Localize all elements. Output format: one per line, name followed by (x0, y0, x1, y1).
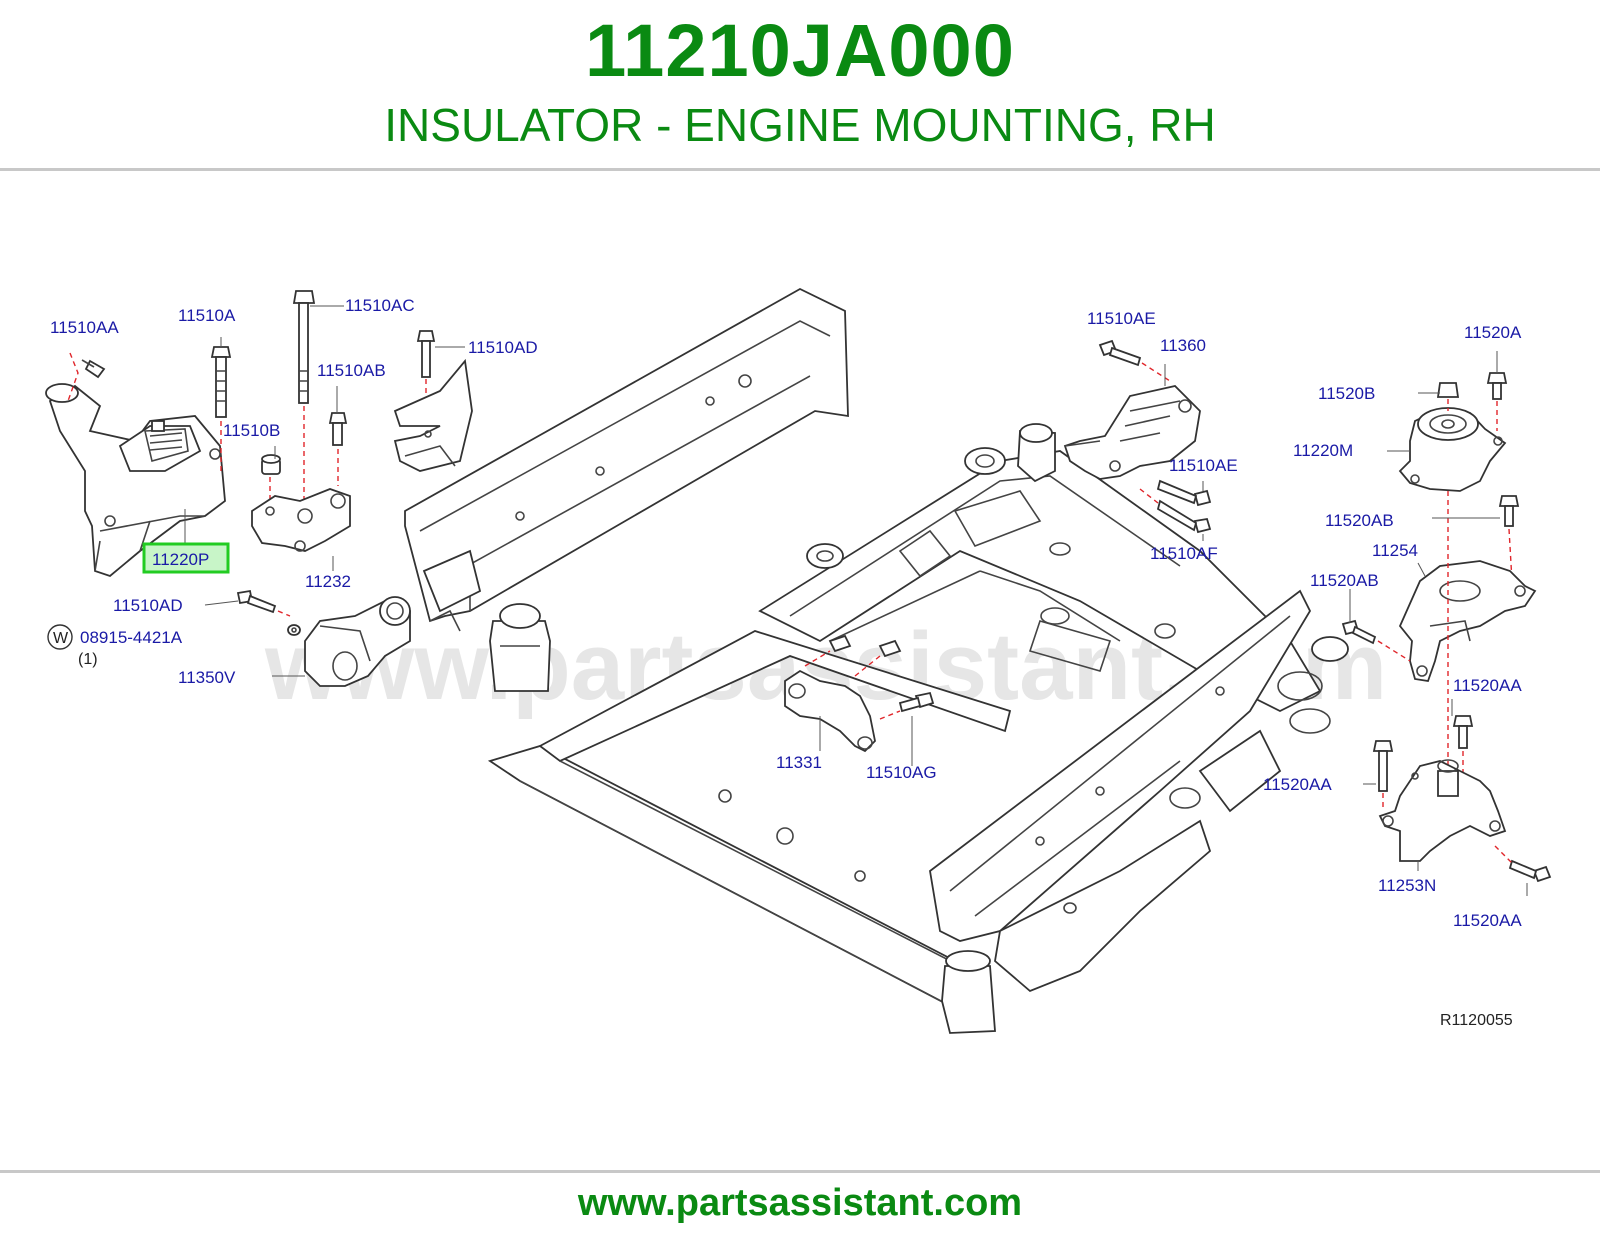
nut-11520B (1436, 382, 1460, 411)
bolt-11520AB-top (1498, 495, 1520, 582)
label-11331[interactable]: 11331 (776, 753, 822, 772)
leader-lines (184, 305, 1528, 896)
label-11510A[interactable]: 11510A (178, 306, 236, 325)
footer-url[interactable]: www.partsassistant.com (577, 1182, 1023, 1224)
label-11220M[interactable]: 11220M (1293, 441, 1353, 460)
label-11510AG[interactable]: 11510AG (866, 763, 937, 782)
insulator-11350V (304, 596, 411, 687)
label-11253N[interactable]: 11253N (1378, 876, 1436, 895)
label-08915-4421A[interactable]: 08915-4421A (80, 628, 183, 647)
label-11520AA-left[interactable]: 11520AA (1263, 775, 1332, 794)
label-11510AC[interactable]: 11510AC (345, 296, 415, 315)
label-11350V[interactable]: 11350V (178, 668, 236, 687)
label-11520AA-right[interactable]: 11520AA (1453, 676, 1522, 695)
bolt-11510AD-left (236, 589, 291, 617)
cap-11510B (261, 454, 281, 501)
diagram-canvas: www.partsassistant.com (45, 287, 1552, 1034)
label-11360[interactable]: 11360 (1160, 336, 1206, 355)
label-11220P[interactable]: 11220P (152, 550, 209, 569)
bolt-11520AA-right (1452, 715, 1474, 781)
bolt-11510AG (879, 691, 935, 720)
page-header: 11210JA000 INSULATOR - ENGINE MOUNTING, … (0, 0, 1600, 168)
label-11510AE-mid[interactable]: 11510AE (1169, 456, 1238, 475)
diagram-reference-code: R1120055 (1440, 1012, 1513, 1029)
label-11232[interactable]: 11232 (305, 572, 351, 591)
label-11510AB[interactable]: 11510AB (317, 361, 386, 380)
label-11510B[interactable]: 11510B (223, 421, 280, 440)
header-divider (0, 168, 1600, 171)
bolt-11510AF (1139, 488, 1212, 534)
label-11520B[interactable]: 11520B (1318, 384, 1375, 403)
washer-08915-4421A (287, 624, 301, 636)
bracket-11254 (1398, 560, 1537, 683)
bracket-11360 (1063, 385, 1201, 480)
label-11510AD-left[interactable]: 11510AD (113, 596, 183, 615)
footer-divider (0, 1170, 1600, 1173)
front-subframe (404, 287, 1349, 1034)
bolt-11510AB (328, 412, 348, 486)
mount-11220P (45, 383, 226, 578)
bolt-and-shield-11510AD (393, 330, 473, 472)
insulator-11220M (1398, 407, 1507, 492)
bolt-11520A (1486, 372, 1508, 431)
bolt-11520AA-bottom (1494, 845, 1552, 883)
label-11510AF[interactable]: 11510AF (1150, 544, 1218, 563)
bolt-11510AC (292, 290, 316, 501)
parts-diagram: www.partsassistant.com (0, 171, 1600, 1170)
bolt-11510AE-mid (1156, 479, 1212, 507)
label-11520A[interactable]: 11520A (1464, 323, 1522, 342)
part-number-title: 11210JA000 (585, 9, 1015, 92)
bolt-11510AA-topleft (67, 352, 106, 402)
label-11510AA-topleft[interactable]: 11510AA (50, 318, 119, 337)
rod-11331 (784, 634, 902, 753)
w-badge: W (53, 630, 69, 647)
bolt-11520AB-mid (1341, 619, 1411, 662)
bracket-11253N (1378, 759, 1507, 862)
bolt-11520AA-left (1372, 740, 1394, 811)
highlight-box-11220P[interactable]: 11220P (142, 542, 230, 574)
label-11520AA-bottom[interactable]: 11520AA (1453, 911, 1522, 930)
label-11520AB-top[interactable]: 11520AB (1325, 511, 1394, 530)
washer-label-group: W 08915-4421A (1) (47, 624, 183, 668)
bracket-11232 (251, 488, 351, 552)
bolt-11510A (210, 346, 232, 471)
label-11510AD-top[interactable]: 11510AD (468, 338, 538, 357)
label-11254[interactable]: 11254 (1372, 541, 1418, 560)
part-description: INSULATOR - ENGINE MOUNTING, RH (384, 99, 1216, 151)
label-11520AB-mid[interactable]: 11520AB (1310, 571, 1379, 590)
label-11510AE-top[interactable]: 11510AE (1087, 309, 1156, 328)
quantity-note: (1) (78, 651, 98, 668)
